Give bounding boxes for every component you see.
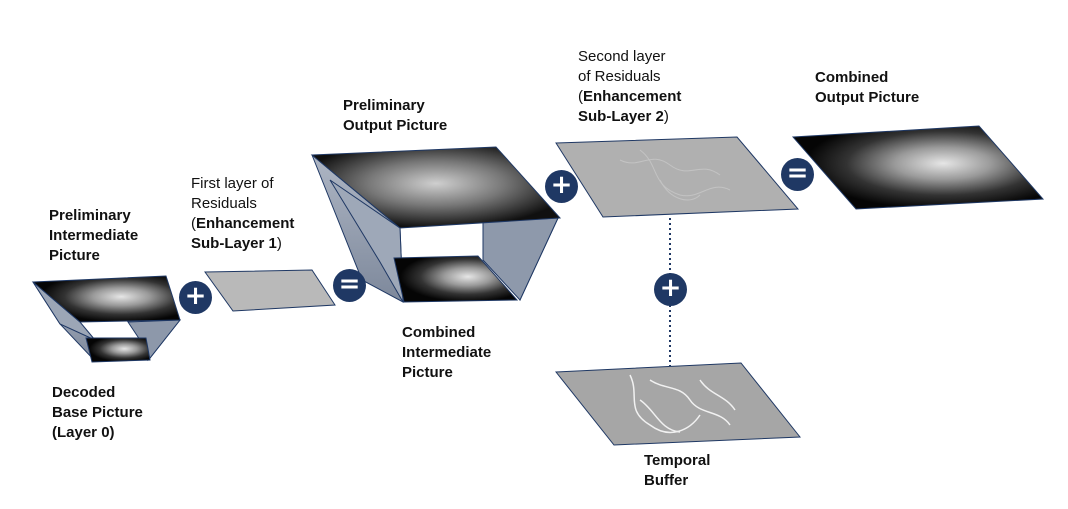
label-second-residual-layer: Second layer of Residuals (Enhancement S… [578,48,682,125]
small-frustum [31,275,182,363]
label-temporal-buffer: Temporal Buffer [644,452,711,489]
label-first-residual-layer: First layer of Residuals (Enhancement Su… [191,175,295,252]
big-frustum [310,146,562,303]
combined-output-picture [791,125,1045,210]
preliminary-output-picture [310,146,562,229]
second-residual-texture [619,149,731,201]
decoded-base-picture [85,337,151,363]
label-preliminary-intermediate: Preliminary Intermediate Picture [49,207,139,264]
second-residual-layer [555,136,800,218]
big-frustum-left-wall [329,179,404,303]
plus-operator-temporal: + [654,273,687,306]
combined-intermediate-picture [393,255,519,303]
label-preliminary-output: Preliminary Output Picture [343,97,448,134]
equals-operator-2: = [781,158,814,191]
plus-operator-1: + [179,281,212,314]
label-combined-output: Combined Output Picture [815,69,920,106]
label-decoded-base: Decoded Base Picture (Layer 0) [52,384,143,441]
first-residual-layer [204,269,336,312]
temporal-buffer-edges [629,374,736,434]
temporal-buffer-picture [555,362,802,446]
equals-operator-1: = [333,269,366,302]
preliminary-intermediate-picture [31,275,181,323]
label-combined-intermediate: Combined Intermediate Picture [402,324,492,381]
plus-operator-2: + [545,170,578,203]
